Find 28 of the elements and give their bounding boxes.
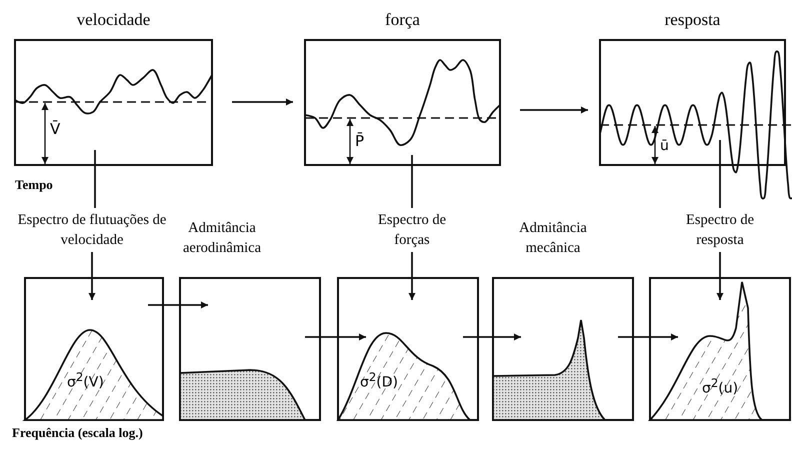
panel-heading: resposta — [664, 10, 722, 30]
panel-heading: velocidade — [76, 10, 152, 30]
variance-label: σ$^{2}$(D) — [360, 370, 398, 391]
arrow — [618, 334, 678, 340]
mean-symbol: P̄ — [355, 132, 364, 150]
admittance-label: Admitância mecânica — [518, 219, 588, 258]
leader-line — [719, 140, 721, 208]
arrow — [463, 334, 521, 340]
spectrum-label: Espectro de resposta — [684, 211, 756, 250]
spectrum-label: Espectro de forças — [376, 211, 448, 250]
mean-symbol: V̄ — [50, 120, 60, 138]
admittance-label: Admitância aerodinâmica — [182, 219, 262, 258]
panel-heading: força — [384, 10, 421, 30]
arrow — [408, 252, 416, 300]
spectrum-label: Espectro de flutuações de velocidade — [16, 211, 168, 250]
leader-line — [94, 150, 96, 208]
arrow — [305, 334, 366, 340]
arrow — [232, 98, 293, 106]
variance-label: σ$^{2}$(u) — [702, 376, 738, 397]
variance-label: σ$^{2}$(V) — [67, 370, 104, 391]
arrow — [88, 252, 96, 300]
axis-label: Frequência (escala log.) — [12, 425, 143, 441]
arrow — [520, 106, 588, 114]
arrow — [148, 302, 208, 308]
arrow — [716, 252, 724, 300]
mean-symbol: ū — [660, 137, 669, 155]
axis-label: Tempo — [15, 177, 53, 193]
leader-line — [411, 155, 413, 208]
